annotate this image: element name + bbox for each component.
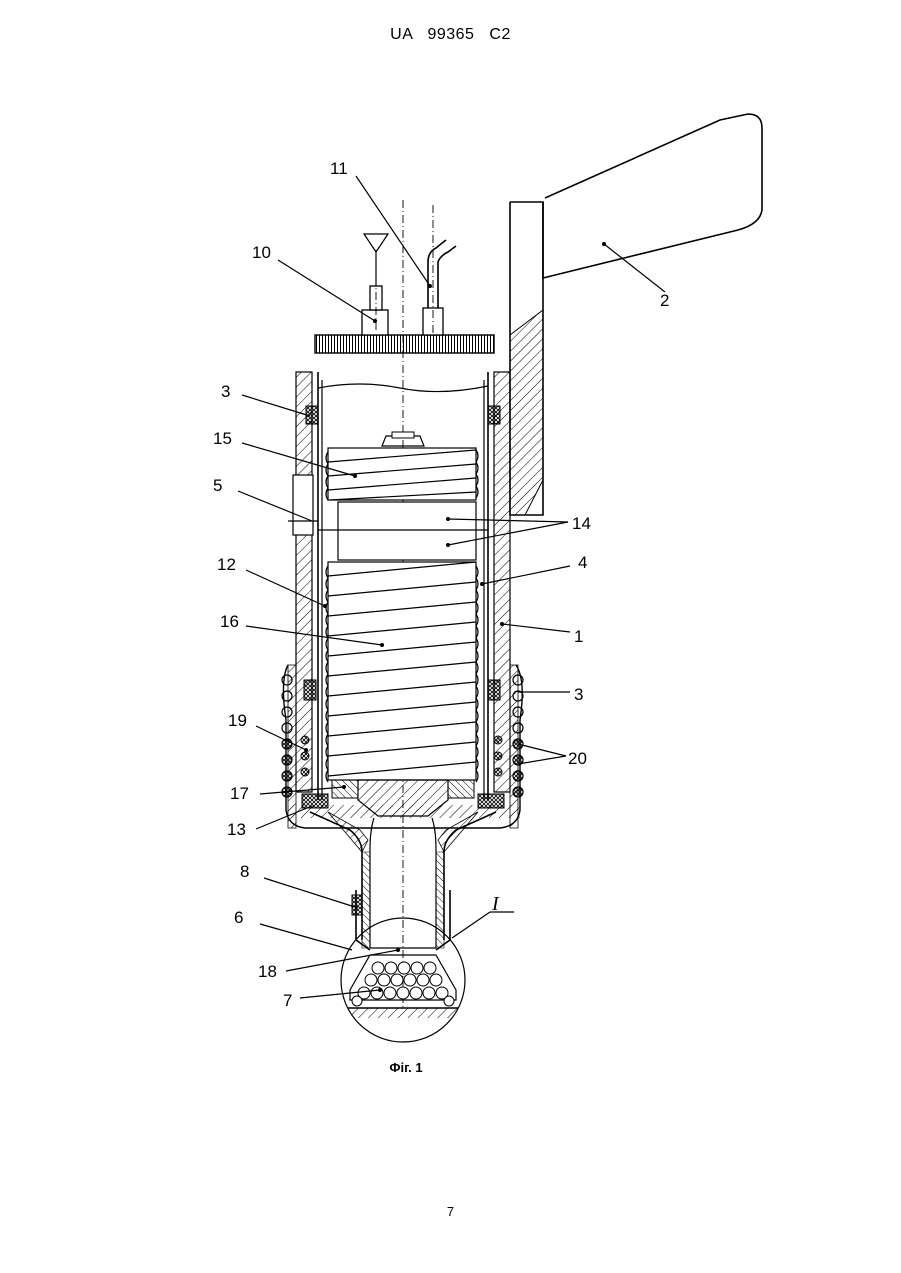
label-10: 10 [252, 243, 271, 262]
label-3-top: 3 [221, 382, 230, 401]
label-15: 15 [213, 429, 232, 448]
label-8: 8 [240, 862, 249, 881]
figure-caption: Фіг. 1 [0, 1060, 812, 1075]
label-12: 12 [217, 555, 236, 574]
label-2: 2 [660, 291, 669, 310]
label-I: I [491, 893, 500, 915]
top-cover [315, 335, 494, 353]
label-14: 14 [572, 514, 591, 533]
label-1: 1 [574, 627, 583, 646]
lower-screw [326, 562, 478, 782]
handle [510, 114, 762, 515]
fitting-11 [423, 240, 456, 335]
label-19: 19 [228, 711, 247, 730]
label-11: 11 [330, 159, 348, 178]
page-number: 7 [0, 1204, 901, 1219]
label-13: 13 [227, 820, 246, 839]
label-17: 17 [230, 784, 249, 803]
middle-block [318, 502, 488, 560]
label-20: 20 [568, 749, 587, 768]
label-5: 5 [213, 476, 222, 495]
label-16: 16 [220, 612, 239, 631]
label-18: 18 [258, 962, 277, 981]
upper-screw [326, 432, 478, 500]
label-3-bottom: 3 [574, 685, 583, 704]
label-4: 4 [578, 553, 587, 572]
label-6: 6 [234, 908, 243, 927]
label-7: 7 [283, 991, 292, 1010]
